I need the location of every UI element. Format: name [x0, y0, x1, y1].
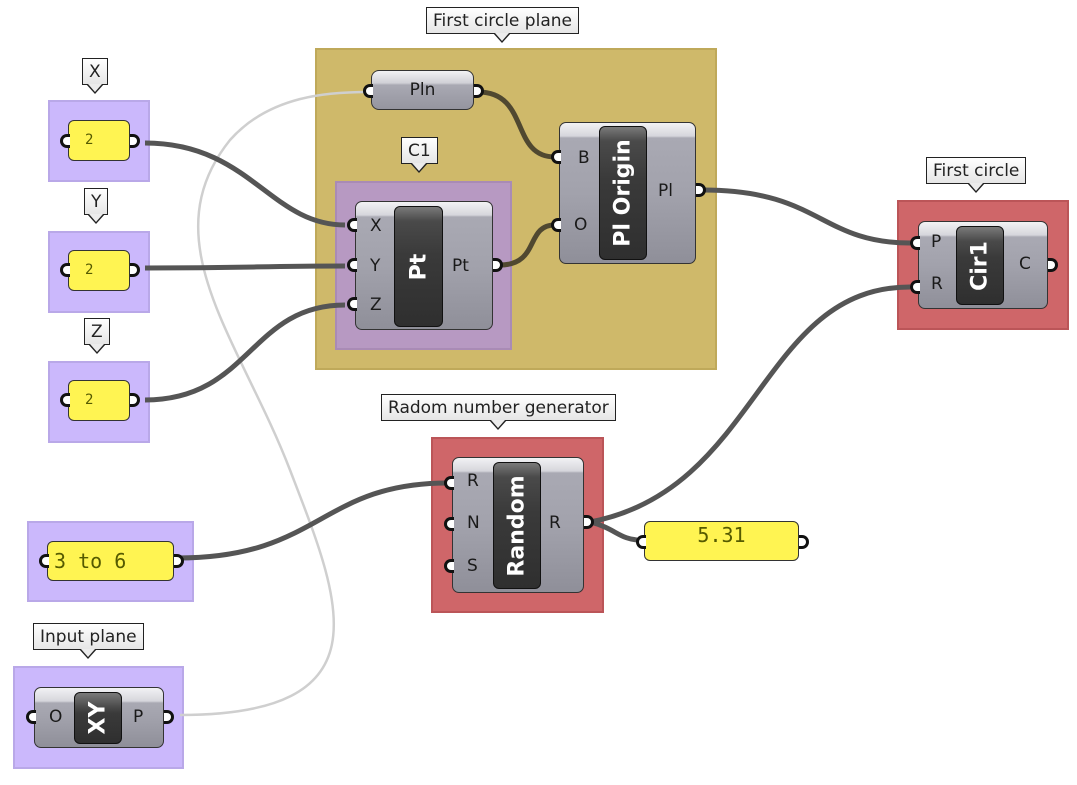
- panel-x-value[interactable]: 2: [68, 120, 130, 161]
- group-label-first-circle-plane: First circle plane: [426, 7, 579, 43]
- input-label-n: N: [467, 513, 480, 533]
- random-input-r-grip[interactable]: [444, 476, 454, 490]
- group-label-y: Y: [84, 188, 109, 224]
- xy-plane-output-p-grip[interactable]: [164, 710, 174, 724]
- component-plane-origin[interactable]: B O Pl Origin Pl: [559, 122, 696, 264]
- pln-input-grip[interactable]: [363, 84, 373, 98]
- component-point[interactable]: X Y Z Pt Pt: [355, 201, 493, 330]
- input-label-s: S: [467, 556, 478, 576]
- group-label-input-plane: Input plane: [33, 623, 144, 659]
- circle-input-p-grip[interactable]: [910, 236, 920, 250]
- component-plane-origin-nickname: Pl Origin: [599, 126, 647, 260]
- panel-range-input-grip[interactable]: [39, 554, 49, 568]
- circle-input-r-grip[interactable]: [910, 280, 920, 294]
- point-input-z-grip[interactable]: [347, 297, 357, 311]
- panel-random-output-input-grip[interactable]: [636, 535, 646, 549]
- output-label-r: R: [549, 513, 561, 533]
- panel-y-output-grip[interactable]: [130, 263, 140, 277]
- output-label-c: C: [1019, 254, 1031, 274]
- panel-x-output-grip[interactable]: [130, 134, 140, 148]
- component-random[interactable]: R N S Random R: [452, 457, 584, 593]
- input-label-r: R: [467, 471, 479, 491]
- input-label-b: B: [578, 148, 590, 168]
- random-input-n-grip[interactable]: [444, 517, 454, 531]
- input-label-p: P: [931, 232, 942, 252]
- group-label-z: Z: [84, 318, 110, 354]
- panel-y-value[interactable]: 2: [68, 250, 130, 291]
- input-label-y: Y: [370, 256, 381, 276]
- group-label-x: X: [82, 58, 108, 94]
- input-label-z: Z: [370, 295, 382, 315]
- param-pln[interactable]: Pln: [371, 70, 474, 110]
- point-input-x-grip[interactable]: [347, 218, 357, 232]
- group-label-random-generator: Radom number generator: [381, 394, 616, 430]
- panel-z-value[interactable]: 2: [68, 380, 130, 421]
- output-label-pl: Pl: [658, 181, 673, 201]
- component-circle[interactable]: P R Cir1 C: [918, 221, 1048, 309]
- wire-pl-to-p: [702, 187, 911, 246]
- component-xy-plane-nickname: XY: [74, 692, 122, 744]
- panel-x-input-grip[interactable]: [60, 134, 70, 148]
- component-circle-nickname: Cir1: [956, 226, 1004, 305]
- plane-origin-input-o-grip[interactable]: [551, 218, 561, 232]
- random-input-s-grip[interactable]: [444, 559, 454, 573]
- panel-range[interactable]: 3 to 6: [47, 541, 174, 581]
- input-label-o: O: [574, 215, 588, 235]
- input-label-r: R: [931, 274, 943, 294]
- panel-z-input-grip[interactable]: [60, 393, 70, 407]
- component-random-nickname: Random: [493, 462, 541, 589]
- panel-z-output-grip[interactable]: [130, 393, 140, 407]
- input-label-o: O: [49, 707, 63, 727]
- component-point-nickname: Pt: [394, 206, 443, 327]
- input-label-x: X: [370, 216, 382, 236]
- group-label-first-circle: First circle: [926, 157, 1027, 193]
- output-label-p: P: [133, 707, 144, 727]
- wire-range-to-random: [177, 480, 449, 561]
- output-label-pt: Pt: [452, 256, 469, 276]
- panel-random-output-output-grip[interactable]: [799, 535, 809, 549]
- circle-output-c-grip[interactable]: [1048, 258, 1058, 272]
- plane-origin-input-b-grip[interactable]: [551, 150, 561, 164]
- group-label-c1: C1: [401, 137, 438, 173]
- panel-random-output[interactable]: 5.31: [644, 521, 799, 561]
- panel-y-input-grip[interactable]: [60, 263, 70, 277]
- xy-plane-input-o-grip[interactable]: [26, 710, 36, 724]
- component-xy-plane[interactable]: O XY P: [34, 687, 164, 748]
- point-input-y-grip[interactable]: [347, 258, 357, 272]
